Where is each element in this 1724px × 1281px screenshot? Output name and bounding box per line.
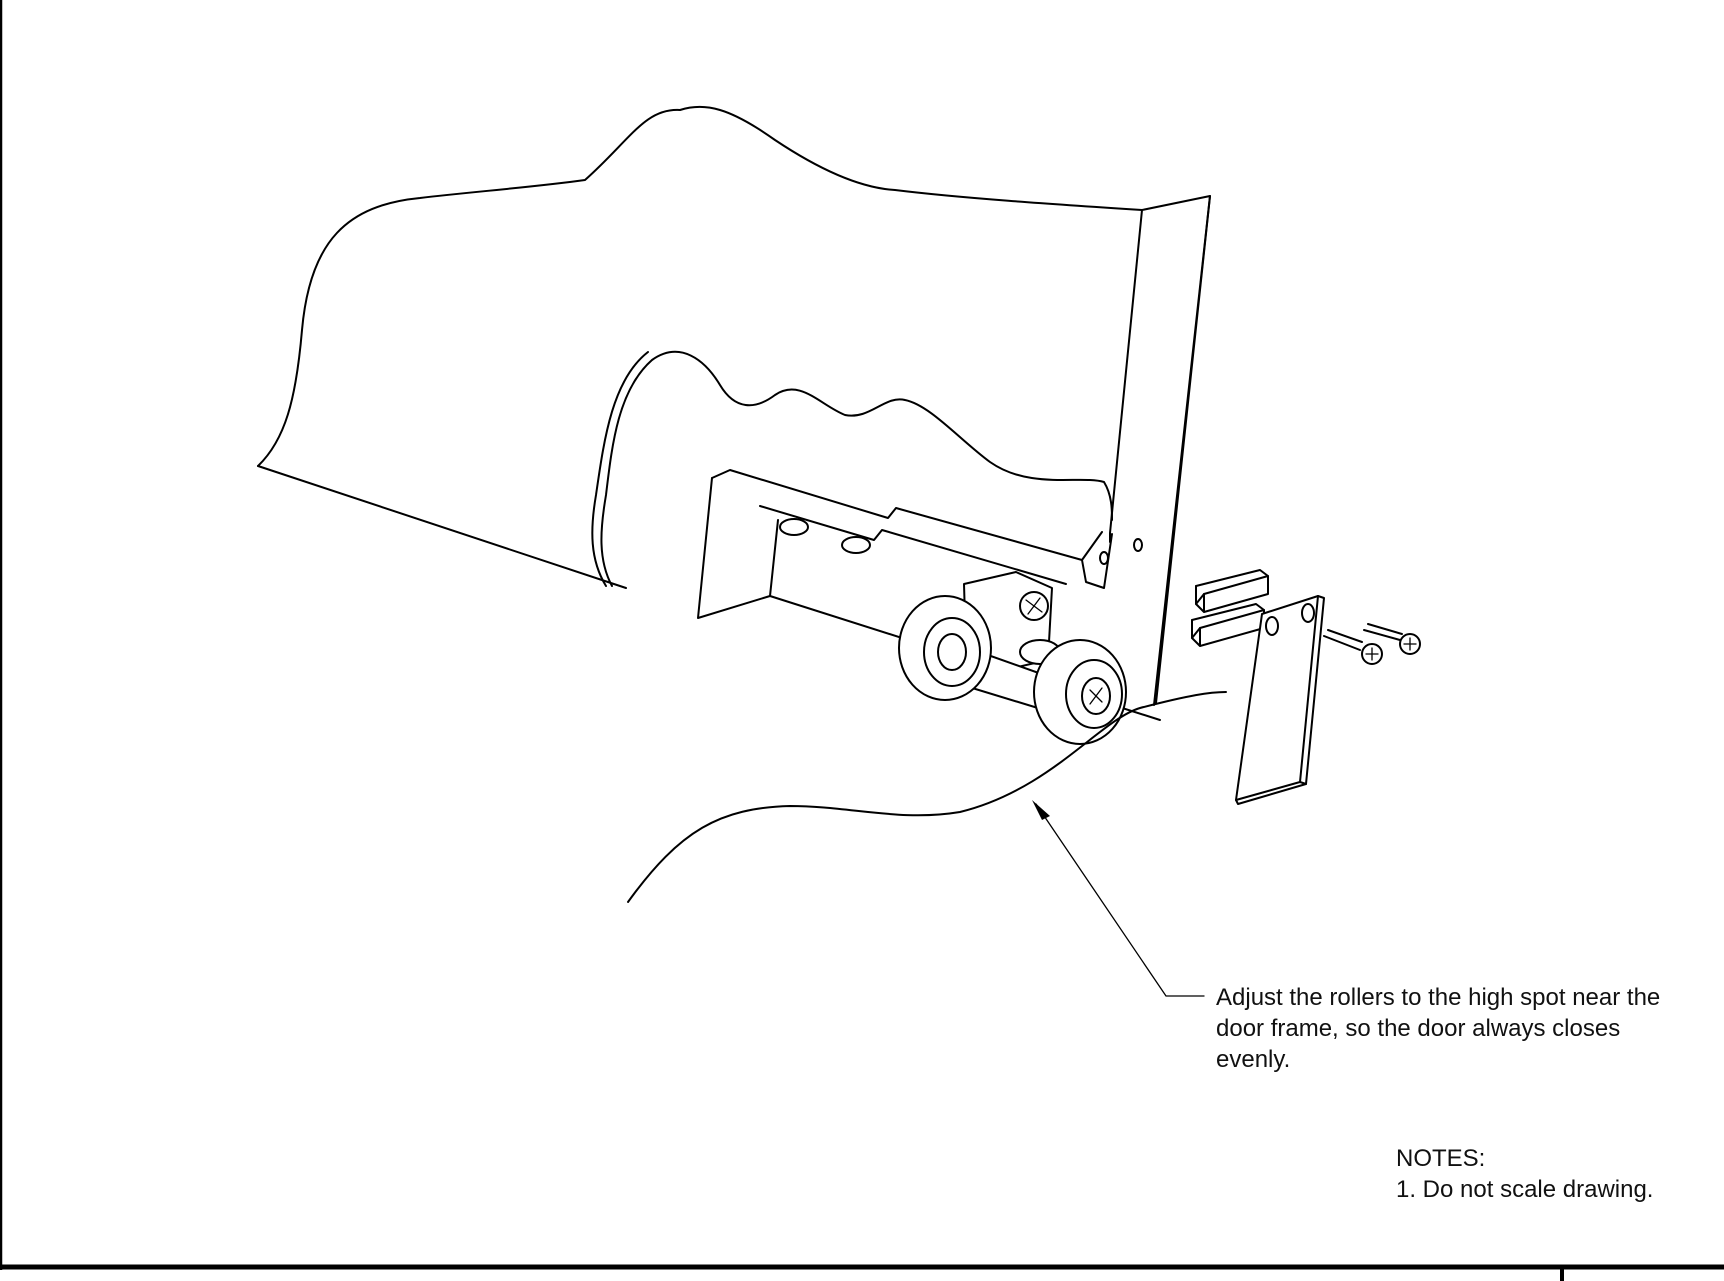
- cover-plate: [1235, 595, 1325, 805]
- notes-heading: NOTES:: [1396, 1145, 1486, 1172]
- door-panel: [257, 105, 1211, 706]
- callout-leader: [1032, 800, 1205, 997]
- roller-adjustment-callout: Adjust the rollers to the high spot near…: [1216, 982, 1716, 1075]
- callout-line: evenly.: [1216, 1046, 1291, 1073]
- guide-bracket: [697, 469, 1161, 721]
- callout-line: door frame, so the door always closes: [1216, 1015, 1621, 1042]
- floor-break-line: [627, 691, 1227, 903]
- mounting-screws: [1323, 623, 1421, 665]
- callout-line: Adjust the rollers to the high spot near…: [1216, 984, 1661, 1011]
- notes-block: NOTES: 1. Do not scale drawing.: [1396, 1143, 1653, 1205]
- roller-assembly: [898, 571, 1127, 745]
- spacer-blocks: [1191, 569, 1269, 647]
- note-item: 1. Do not scale drawing.: [1396, 1176, 1654, 1203]
